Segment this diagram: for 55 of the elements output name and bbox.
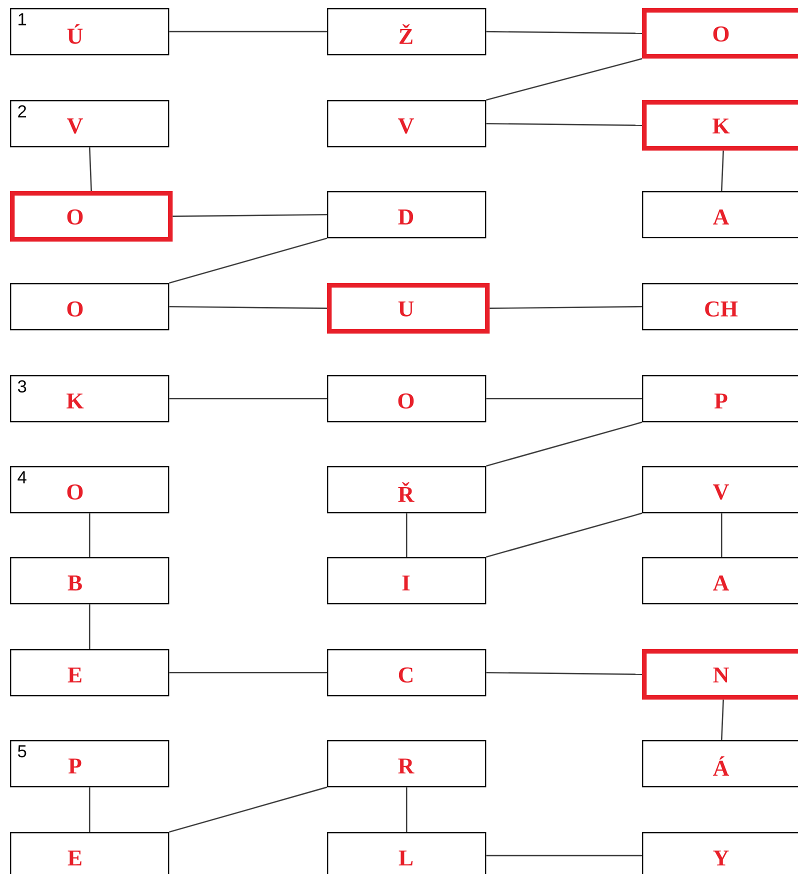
letter-box: O (642, 8, 798, 59)
letter-box: Ř (327, 466, 486, 514)
connector-line (169, 30, 327, 32)
letter-box: A (642, 557, 798, 604)
letter-box: L (327, 832, 486, 874)
connector-line (486, 30, 642, 34)
connector-line (172, 214, 327, 217)
letter-box: B (10, 557, 170, 604)
connector-line (486, 122, 642, 126)
letter-box: Á (642, 740, 798, 788)
letter-box: Ž (327, 8, 486, 56)
letter-box: V (642, 466, 798, 514)
letter-box: R (327, 740, 486, 788)
connector-line (486, 422, 642, 467)
letter-box: Ú 1 (10, 8, 170, 56)
connector-line (406, 787, 408, 832)
letter-box: E (10, 649, 170, 696)
letter-box: O (10, 283, 170, 330)
connector-line (720, 150, 724, 192)
connector-line (720, 513, 722, 557)
connector-line (486, 398, 642, 400)
connector-line (486, 854, 642, 856)
letter-box: O (327, 375, 486, 422)
connector-line (169, 306, 327, 309)
connector-line (88, 604, 90, 649)
letter-box: P (642, 375, 798, 422)
connector-line (169, 398, 327, 400)
connector-line (169, 672, 327, 674)
connector-line (169, 238, 328, 284)
connector-line (486, 58, 642, 101)
connector-line (720, 700, 724, 740)
connector-line (88, 513, 90, 557)
letter-box: C (327, 649, 486, 696)
letter-box: O (10, 191, 173, 242)
letter-box: D (327, 191, 486, 238)
connector-line (490, 306, 642, 309)
connector-line (169, 786, 328, 833)
letter-box: E (10, 832, 170, 874)
connector-line (88, 787, 90, 832)
letter-box: V 2 (10, 100, 170, 148)
letter-box: P 5 (10, 740, 170, 788)
connector-line (486, 672, 642, 675)
letter-box: O 4 (10, 466, 170, 514)
letter-box: V (327, 100, 486, 148)
letter-box: K (642, 100, 798, 151)
letter-box: K 3 (10, 375, 170, 422)
connector-line (406, 513, 408, 557)
letter-box: CH (642, 283, 798, 330)
letter-box: Y (642, 832, 798, 874)
letter-box: N (642, 649, 798, 700)
letter-box: A (642, 191, 798, 238)
connector-line (88, 147, 92, 192)
letter-box: U (327, 283, 490, 334)
letter-box: I (327, 557, 486, 604)
connector-line (486, 512, 642, 558)
